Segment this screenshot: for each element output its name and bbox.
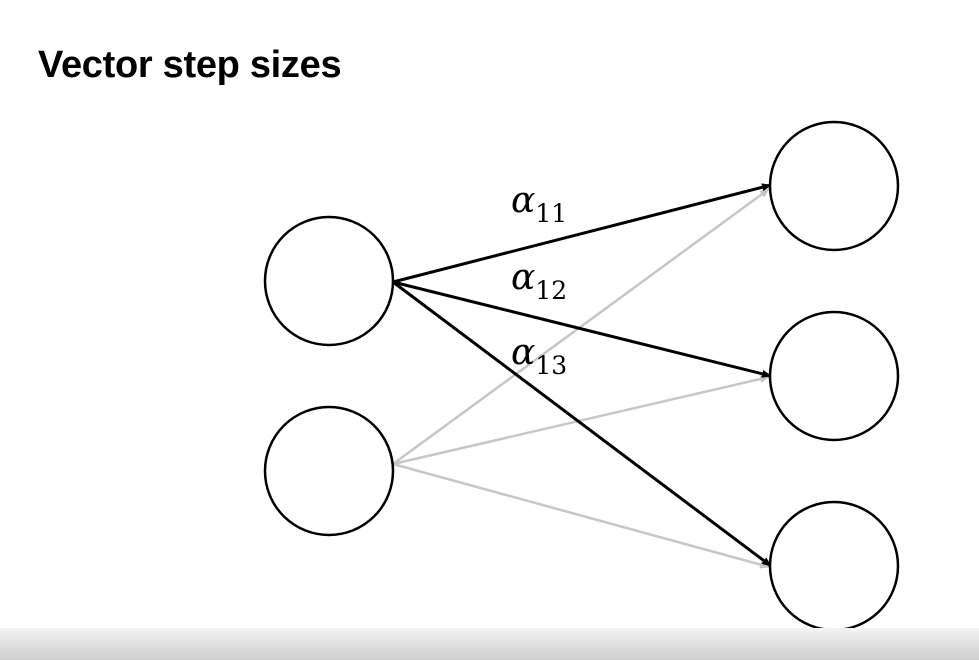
bottom-bar: [0, 628, 979, 660]
highlighted-edges: [392, 183, 772, 568]
weight-labels: α11 α12 α13: [511, 180, 567, 380]
output-node: [768, 500, 900, 632]
edge-in2-out2: [392, 375, 770, 466]
input-node: [263, 215, 395, 347]
weight-label-alpha-11: α11: [511, 180, 567, 228]
edge-in1-out1: [392, 183, 772, 284]
input-layer: [263, 215, 395, 537]
edge-in2-out1: [392, 187, 770, 466]
weight-label-alpha-13: α13: [511, 332, 567, 380]
edge-in1-out2: [392, 280, 772, 378]
input-node: [263, 405, 395, 537]
slide-title: Vector step sizes: [38, 44, 342, 86]
edge-in1-out3: [392, 280, 772, 568]
faded-edges: [392, 187, 770, 569]
edge-in2-out3: [392, 462, 770, 569]
output-layer: [768, 120, 900, 632]
output-node: [768, 120, 900, 252]
weight-label-alpha-12: α12: [511, 257, 567, 305]
output-node: [768, 310, 900, 442]
